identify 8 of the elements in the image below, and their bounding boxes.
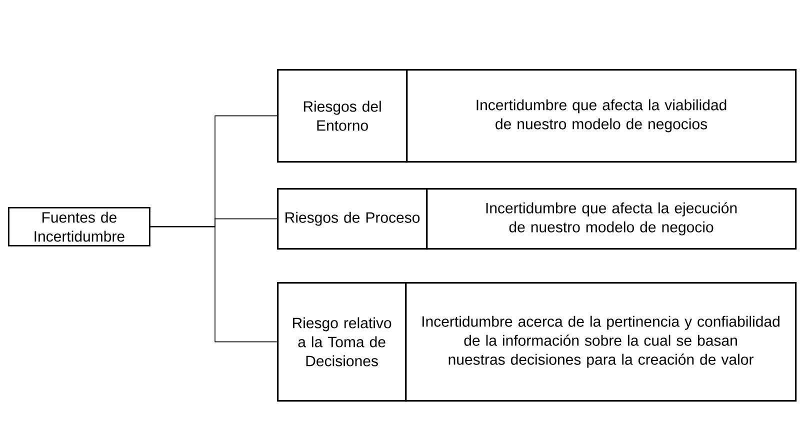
description-box: Incertidumbre que afecta la ejecución de nuestro modelo de negocio xyxy=(426,188,797,250)
description-box: Incertidumbre acerca de la pertinencia y confiabilidad de la información sobre la cual se basan nuestras decisiones para la creación de valor xyxy=(405,282,797,402)
source-box: Fuentes de Incertidumbre xyxy=(8,207,150,246)
description-box: Incertidumbre que afecta la viabilidad de nuestro modelo de negocios xyxy=(406,69,797,163)
connector xyxy=(150,226,278,342)
category-box: Riesgos del Entorno xyxy=(277,69,408,163)
category-box: Riesgos de Proceso xyxy=(277,188,428,250)
category-box: Riesgo relativo a la Toma de Decisiones xyxy=(277,282,407,402)
